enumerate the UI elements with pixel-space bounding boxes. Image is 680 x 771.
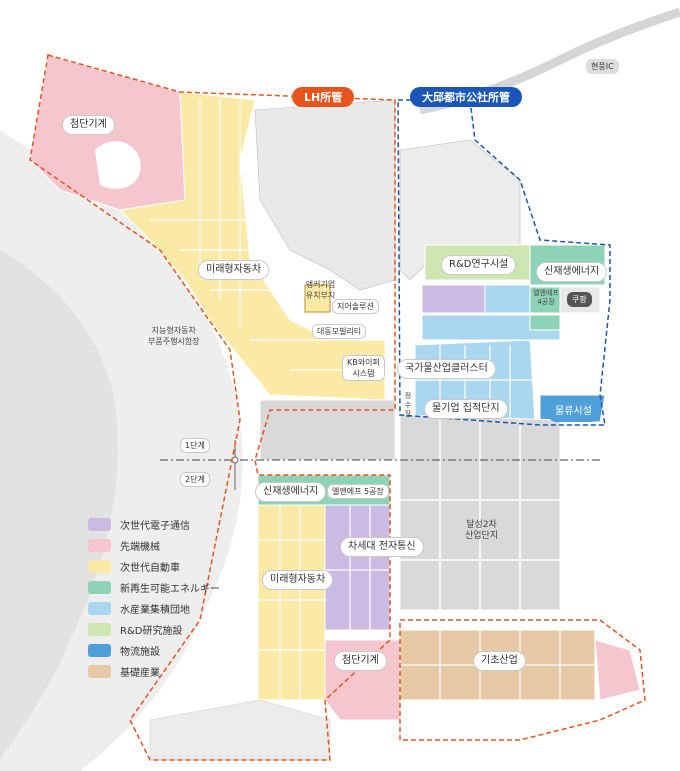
legend-label: 次世代電子通信 [120, 521, 190, 532]
label-coupang: 쿠팡 [567, 292, 592, 307]
legend-item: 次世代電子通信 [88, 514, 220, 535]
label-daedong: 대동모빌리티 [312, 324, 367, 339]
legend-swatch [88, 518, 111, 531]
legend-item: 物流施設 [88, 640, 220, 661]
zone-mirae-south [257, 504, 326, 701]
label-phase2: 2단계 [180, 472, 210, 487]
label-gear: 지어솔루션 [332, 299, 379, 314]
legend-swatch [88, 560, 111, 573]
legend-label: 物流施設 [120, 647, 160, 658]
legend-item: R&D研究施設 [88, 619, 220, 640]
residential-area-north [254, 99, 396, 291]
label-gicho: 기초산업 [473, 651, 526, 671]
legend-label: 新再生可能エネルギー [120, 584, 220, 595]
label-phase1: 1단계 [180, 438, 210, 453]
zone-mirae-north [118, 91, 386, 401]
label-kbwiper: KB와이퍼 시스템 [342, 355, 385, 381]
legend-label: R&D研究施設 [120, 626, 183, 637]
legend-swatch [88, 602, 111, 615]
label-elleneffe5: 엘앤에프 5공장 [327, 484, 389, 499]
legend: 次世代電子通信先端機械次世代自動車新再生可能エネルギー水産業集積団地 R&D研究施… [88, 514, 220, 682]
zone-water-north [484, 284, 531, 314]
label-mirae-south: 미래형자동차 [262, 570, 334, 590]
legend-swatch [88, 644, 111, 657]
label-mulryu: 물류시설 [547, 402, 600, 422]
legend-swatch [88, 623, 111, 636]
legend-item: 基礎産業 [88, 661, 220, 682]
legend-label: 基礎産業 [120, 668, 160, 679]
label-mirae-north: 미래형자동차 [198, 260, 270, 280]
legend-label: 先端機械 [120, 542, 160, 553]
legend-item: 水産業集積団地 [88, 598, 220, 619]
label-cheomdan-north: 첨단기계 [62, 115, 115, 135]
legend-swatch [88, 665, 111, 678]
label-dalseong2: 달성2차 산업단지 [465, 520, 499, 541]
label-shinjae-north: 신재생에너지 [536, 262, 608, 282]
legend-swatch [88, 581, 111, 594]
label-jeongsu: 정수장 [404, 392, 412, 418]
lh-boundary [29, 54, 396, 761]
label-cheomdan-south: 첨단기계 [334, 651, 387, 671]
legend-item: 先端機械 [88, 535, 220, 556]
zone-chase-north [421, 284, 486, 314]
lh-badge: LH所管 [292, 87, 355, 107]
label-elleneffe4: 엘앤에프 4공장 [533, 289, 559, 306]
label-shinjae-south: 신재생에너지 [255, 482, 327, 502]
label-gukga: 국가물산업클러스터 [397, 359, 496, 379]
dudc-badge: 大邱都市公社所管 [410, 87, 522, 107]
anchor-site [304, 284, 331, 313]
legend-label: 次世代自動車 [120, 563, 180, 574]
legend-item: 次世代自動車 [88, 556, 220, 577]
label-rnd: R&D연구시설 [441, 255, 517, 275]
zone-3gong [529, 314, 561, 331]
legend-item: 新再生可能エネルギー [88, 577, 220, 598]
label-chase: 차세대 전자통신 [340, 537, 424, 557]
dudc-boundary [397, 99, 611, 426]
label-water-cluster: 물기업 집적단지 [424, 399, 508, 419]
label-anchor: 앵커기업 유치부지 [305, 280, 336, 300]
label-intel: 지능형자동차 부품주행시험장 [148, 326, 200, 346]
legend-swatch [88, 539, 111, 552]
legend-label: 水産業集積団地 [120, 605, 190, 616]
zone-chase-south [324, 504, 391, 631]
label-hyeonpung-ic: 현풍IC [586, 59, 619, 74]
